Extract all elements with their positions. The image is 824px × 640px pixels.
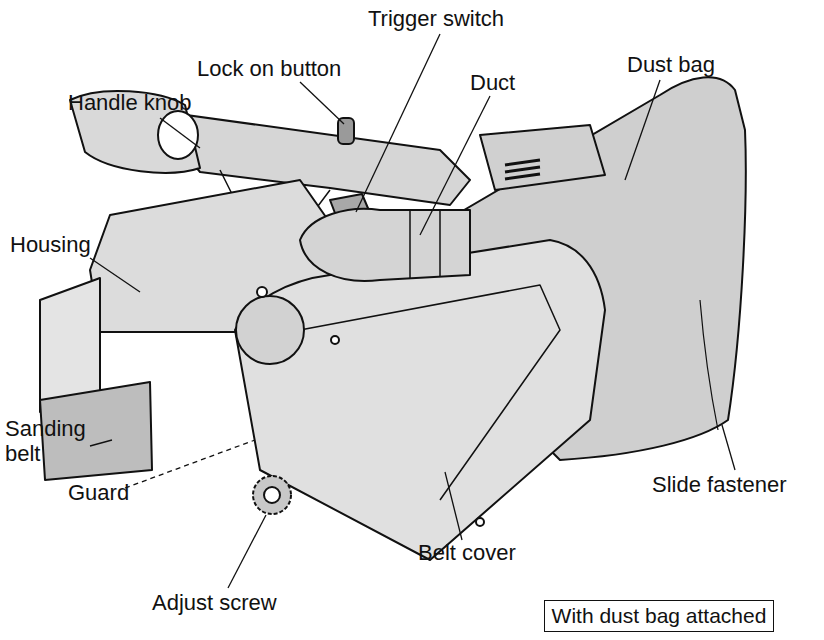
screw bbox=[331, 336, 339, 344]
part-label: Dust bag bbox=[627, 52, 747, 77]
screw bbox=[257, 287, 267, 297]
part-label: Trigger switch bbox=[368, 6, 538, 31]
part-label: Belt cover bbox=[418, 540, 558, 565]
caption-text: With dust bag attached bbox=[552, 604, 767, 628]
vent-slots bbox=[505, 160, 540, 179]
part-label: Housing bbox=[10, 232, 120, 257]
duct-rings bbox=[410, 210, 440, 278]
leader-line bbox=[228, 515, 266, 588]
leader-line bbox=[160, 118, 200, 148]
part-label: Duct bbox=[470, 70, 550, 95]
part-label: Slide fastener bbox=[652, 472, 822, 497]
leader-line bbox=[420, 96, 490, 235]
leader-line bbox=[722, 425, 735, 470]
part-label: Sanding belt bbox=[5, 416, 95, 466]
sander-drawing bbox=[40, 77, 746, 560]
leader-line bbox=[90, 258, 140, 292]
part-label: Handle knob bbox=[68, 90, 228, 115]
caption-box: With dust bag attached bbox=[544, 600, 774, 632]
part-label: Guard bbox=[68, 480, 148, 505]
leader-line bbox=[90, 440, 112, 446]
duct-shape bbox=[300, 209, 470, 281]
adjust-screw-center bbox=[264, 487, 280, 503]
cover-ridge bbox=[300, 285, 560, 500]
pulley-cap bbox=[236, 296, 304, 364]
leader-lines bbox=[90, 34, 735, 588]
belt-cover-shape bbox=[235, 240, 605, 560]
leader-line bbox=[300, 82, 344, 124]
leader-line bbox=[625, 80, 660, 180]
lock-button-shape bbox=[338, 118, 354, 144]
screw bbox=[476, 518, 484, 526]
leader-line bbox=[125, 440, 255, 488]
adjust-screw-knob bbox=[253, 476, 291, 514]
part-label: Adjust screw bbox=[152, 590, 312, 615]
motor-block bbox=[480, 125, 605, 190]
leader-line bbox=[445, 472, 462, 540]
part-label: Lock on button bbox=[197, 56, 367, 81]
bag-fold bbox=[700, 300, 718, 430]
knob-ring bbox=[158, 111, 198, 159]
leader-line bbox=[356, 34, 440, 212]
